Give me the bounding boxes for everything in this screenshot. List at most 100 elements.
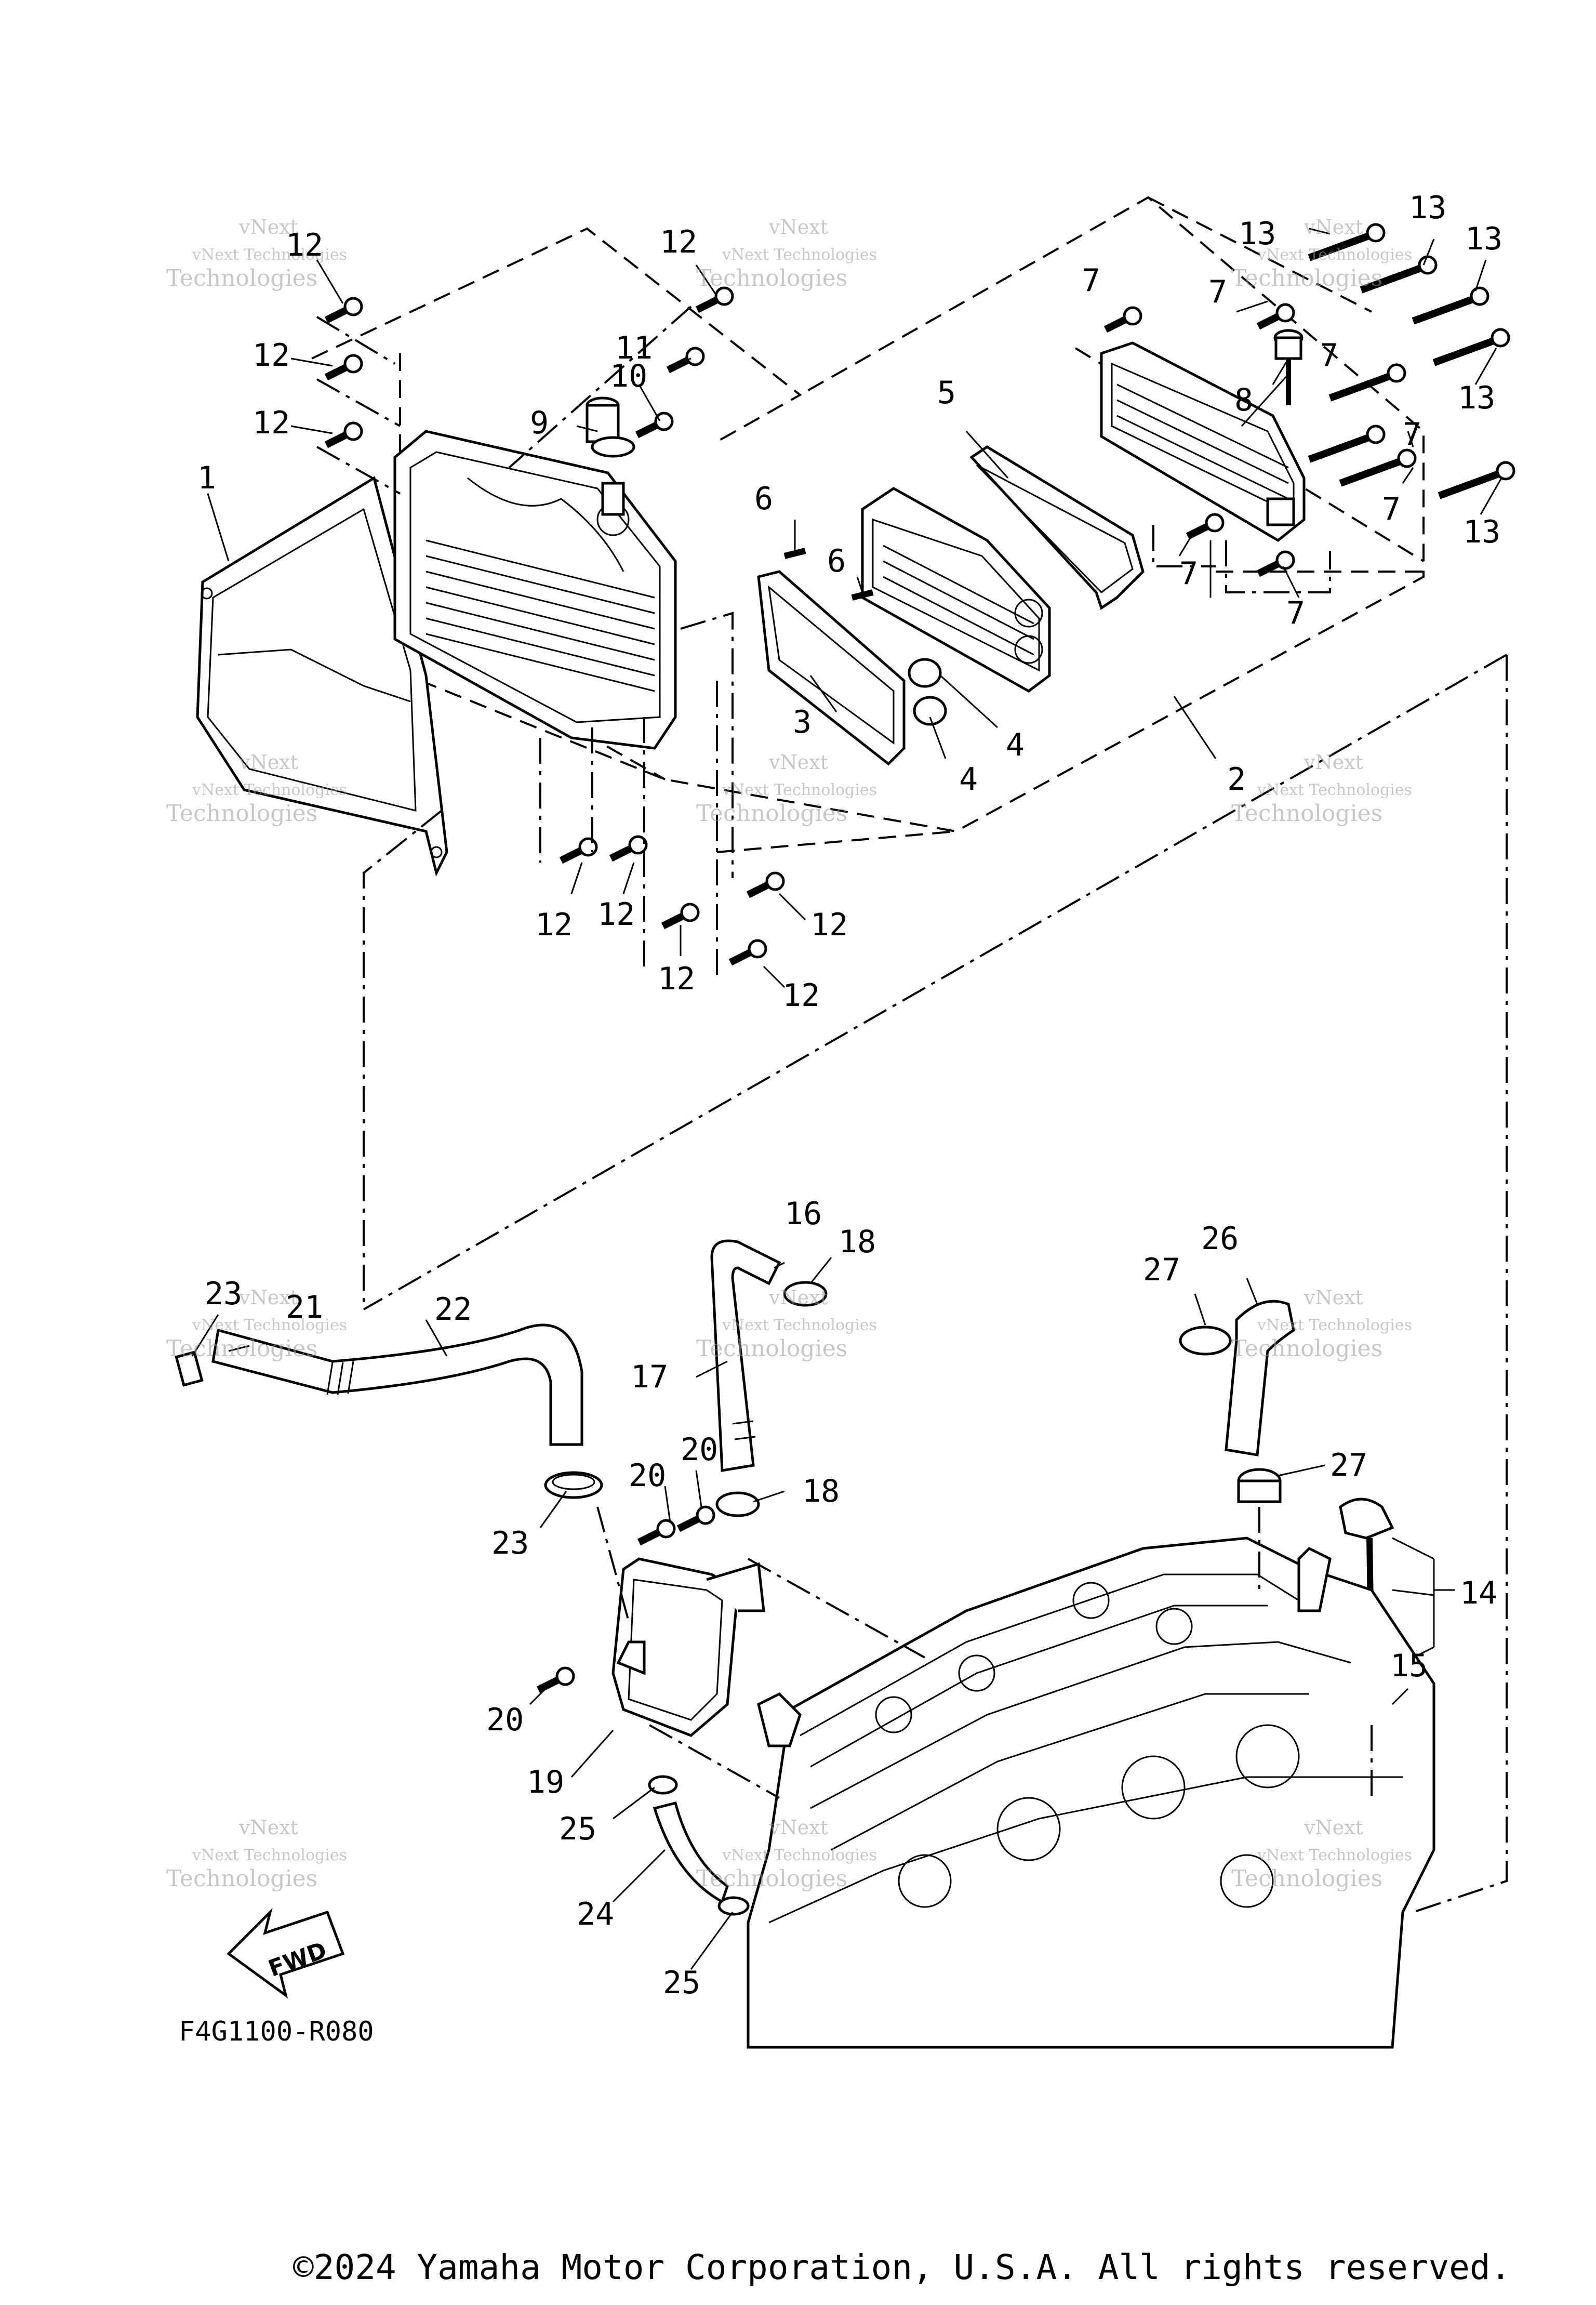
- callout-13: 13: [1465, 221, 1502, 257]
- callout-4: 4: [959, 761, 978, 798]
- hose-24: [653, 1801, 729, 1904]
- bolt-12: [324, 355, 362, 377]
- svg-text:vNext Technologies: vNext Technologies: [722, 1316, 877, 1334]
- callout-27: 27: [1330, 1447, 1367, 1483]
- callout-19: 19: [527, 1764, 564, 1800]
- fwd-arrow: FWD: [227, 1907, 345, 1999]
- bolt-12: [661, 904, 698, 926]
- bolt-7: [1338, 450, 1415, 483]
- svg-text:vNext Technologies: vNext Technologies: [192, 1316, 347, 1334]
- callout-20: 20: [486, 1702, 524, 1738]
- callout-7: 7: [1082, 262, 1100, 299]
- callout-12: 12: [252, 405, 290, 441]
- svg-text:vNext Technologies: vNext Technologies: [722, 1846, 877, 1864]
- leader-lines-upper: [207, 228, 1502, 988]
- callout-11: 11: [615, 330, 653, 366]
- callout-23: 23: [205, 1276, 242, 1312]
- svg-text:vNext Technologies: vNext Technologies: [1257, 1316, 1412, 1334]
- callout-6: 6: [827, 543, 846, 579]
- gasket-5: [969, 445, 1145, 610]
- clamp-23: [175, 1350, 204, 1387]
- callout-8: 8: [1234, 382, 1253, 418]
- svg-text:vNext Technologies: vNext Technologies: [722, 781, 877, 799]
- callout-13: 13: [1458, 380, 1495, 416]
- callout-17: 17: [631, 1359, 668, 1395]
- callout-25: 25: [559, 1811, 596, 1847]
- callout-7: 7: [1382, 491, 1401, 527]
- svg-text:vNext Technologies: vNext Technologies: [1257, 781, 1412, 799]
- callout-12: 12: [286, 227, 323, 263]
- callout-12: 12: [660, 224, 697, 260]
- svg-text:Technologies: Technologies: [696, 1865, 847, 1892]
- clamp-23-lower: [544, 1471, 603, 1499]
- leader-lines-lower: [191, 1257, 1409, 1970]
- watermark: vNext vNext Technologies Technologies: [696, 1286, 877, 1362]
- gasket-1: [196, 476, 448, 877]
- watermark: vNext vNext Technologies Technologies: [1231, 751, 1412, 827]
- callout-14: 14: [1460, 1575, 1497, 1611]
- fitting-8: [1273, 329, 1304, 405]
- svg-text:vNext Technologies: vNext Technologies: [192, 246, 347, 264]
- bolt-20: [637, 1520, 674, 1542]
- callout-1: 1: [197, 460, 216, 496]
- svg-text:Technologies: Technologies: [166, 1865, 317, 1892]
- callout-16: 16: [784, 1196, 822, 1232]
- svg-text:vNext Technologies: vNext Technologies: [192, 1846, 347, 1864]
- callout-13: 13: [1409, 190, 1446, 226]
- diagram-reference-code: F4G1100-R080: [179, 2016, 374, 2047]
- callout-22: 22: [434, 1291, 472, 1328]
- bolt-12: [609, 837, 646, 858]
- bolt-7: [1256, 552, 1294, 574]
- cover-right: [1100, 341, 1306, 542]
- callout-12: 12: [658, 961, 695, 997]
- callout-12: 12: [782, 977, 820, 1014]
- svg-text:Technologies: Technologies: [166, 265, 317, 292]
- callout-13: 13: [1463, 514, 1500, 550]
- callout-9: 9: [530, 405, 549, 441]
- o-rings-4: [908, 658, 947, 726]
- bolt-12: [728, 940, 766, 962]
- callout-10: 10: [610, 358, 647, 394]
- callout-3: 3: [793, 704, 812, 740]
- watermark: vNext vNext Technologies Technologies: [696, 751, 877, 827]
- svg-text:Technologies: Technologies: [1231, 800, 1382, 827]
- bolt-10: [635, 413, 672, 435]
- watermark: vNext vNext Technologies Technologies: [166, 751, 347, 827]
- bolt-20: [536, 1668, 574, 1690]
- svg-text:vNext: vNext: [1304, 216, 1363, 239]
- watermark: vNext vNext Technologies Technologies: [1231, 1286, 1412, 1362]
- svg-text:Technologies: Technologies: [1231, 265, 1382, 292]
- clamp-27: [1179, 1326, 1232, 1356]
- bolt-12: [324, 298, 362, 320]
- svg-text:vNext Technologies: vNext Technologies: [1257, 246, 1412, 264]
- bolt-13: [1432, 329, 1509, 363]
- svg-text:Technologies: Technologies: [166, 800, 317, 827]
- clamp-25: [648, 1775, 678, 1795]
- watermark: vNext vNext Technologies Technologies: [1231, 216, 1412, 292]
- clamp-18: [783, 1281, 828, 1307]
- bolt-11: [666, 348, 703, 370]
- svg-text:vNext: vNext: [768, 1286, 828, 1309]
- watermark: vNext vNext Technologies Technologies: [1231, 1816, 1412, 1892]
- watermark: vNext vNext Technologies Technologies: [696, 1816, 877, 1892]
- svg-text:vNext: vNext: [1304, 1816, 1363, 1839]
- fitting-9: [586, 396, 635, 458]
- bolt-13: [1437, 462, 1514, 496]
- svg-text:vNext: vNext: [238, 216, 298, 239]
- bolt-7: [1307, 426, 1384, 459]
- bolt-13: [1411, 288, 1488, 321]
- callout-24: 24: [577, 1896, 614, 1932]
- callout-7: 7: [1179, 555, 1198, 592]
- callout-7: 7: [1286, 595, 1305, 631]
- callout-26: 26: [1201, 1221, 1239, 1257]
- svg-text:vNext Technologies: vNext Technologies: [192, 781, 347, 799]
- callout-18: 18: [839, 1224, 876, 1260]
- bolt-7: [1256, 304, 1294, 326]
- svg-text:Technologies: Technologies: [166, 1335, 317, 1362]
- callout-labels: 12 12 12 12 12 12 12 12 12 11 10 9 1 6 6…: [197, 190, 1502, 2001]
- callout-4: 4: [1006, 727, 1025, 763]
- watermark: vNext vNext Technologies Technologies: [696, 216, 877, 292]
- pins-6: [783, 548, 874, 601]
- hose-26: [1225, 1300, 1295, 1456]
